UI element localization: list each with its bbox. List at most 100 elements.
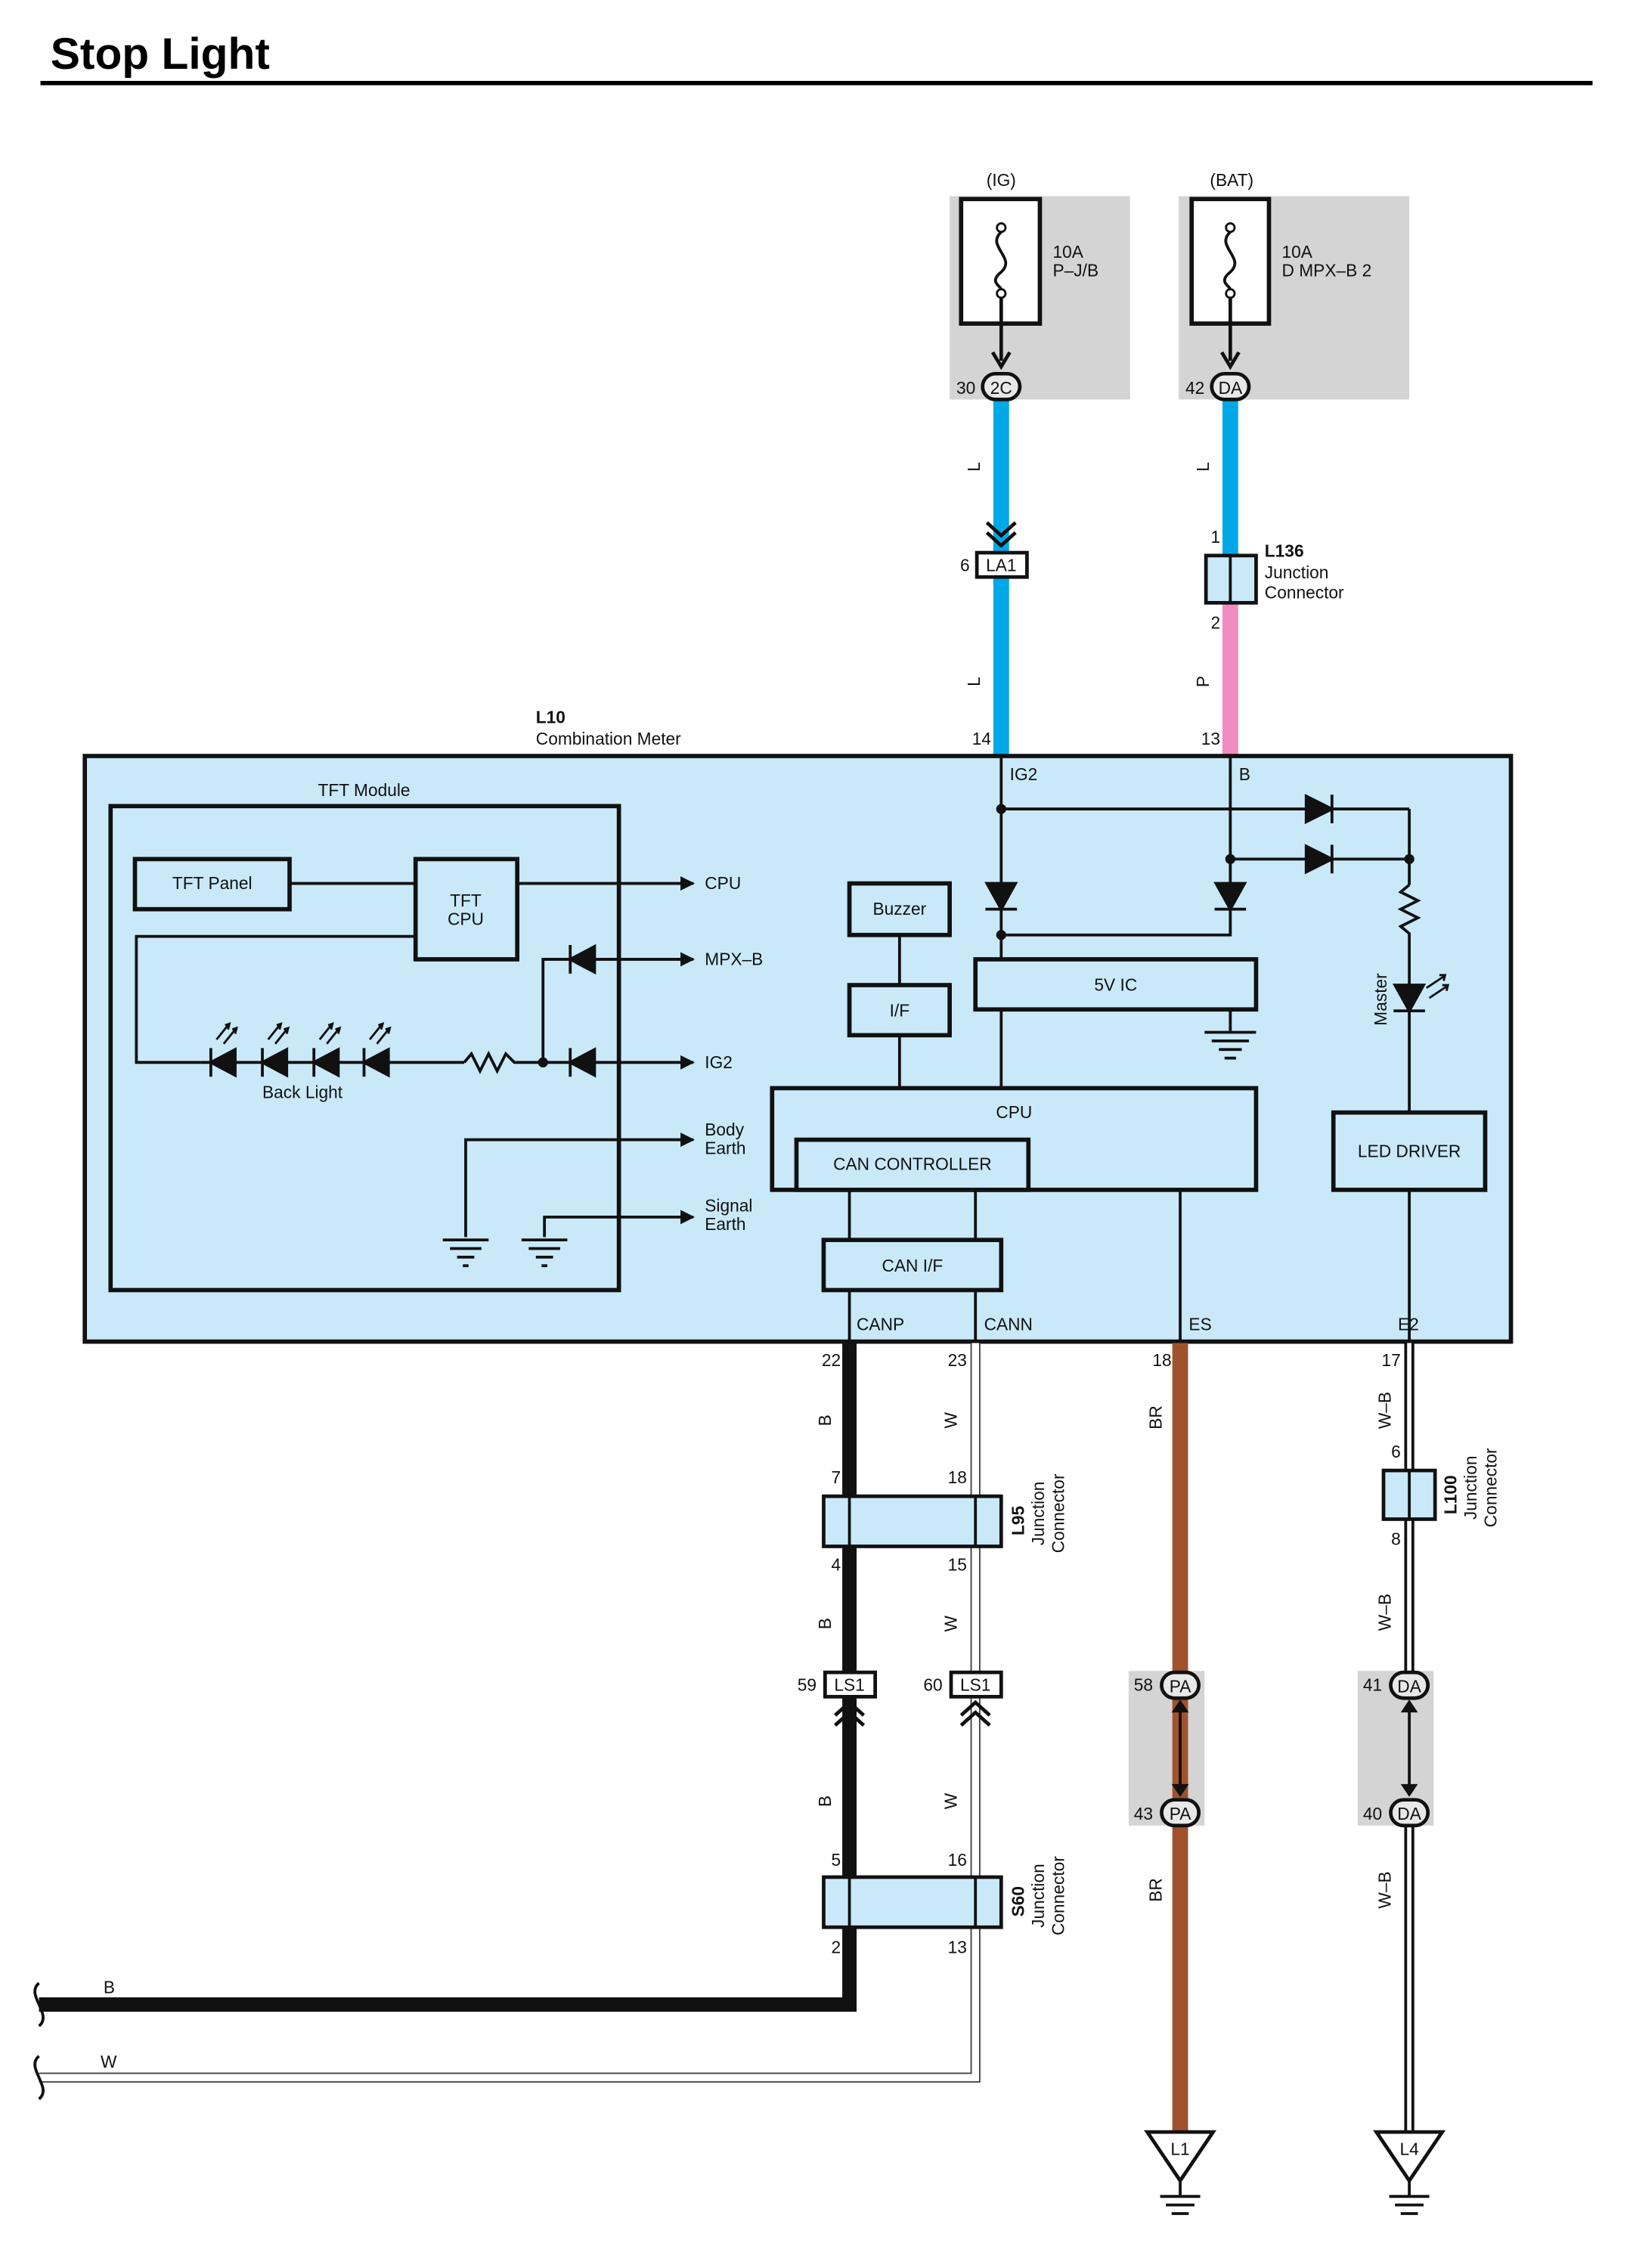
l95-pin-7: 7 bbox=[832, 1467, 841, 1487]
connector-2c: 2C bbox=[981, 371, 1022, 401]
wire-label-wb-2: W–B bbox=[1374, 1594, 1394, 1631]
power-diodes bbox=[984, 793, 1336, 912]
ic5v-box bbox=[973, 957, 1259, 1012]
svg-text:L1: L1 bbox=[1170, 2139, 1189, 2158]
da-pin-40: 40 bbox=[1363, 1804, 1382, 1823]
connector-pa-bottom: PA bbox=[1160, 1798, 1201, 1828]
can-internal-lines bbox=[847, 1189, 1411, 1342]
arrow-body-earth bbox=[464, 1132, 696, 1238]
l95-line2: Connector bbox=[1049, 1473, 1068, 1553]
led-driver-label: LED DRIVER bbox=[1358, 1141, 1461, 1160]
tft-panel-box bbox=[132, 857, 292, 912]
wire-label-b-1: B bbox=[815, 1414, 835, 1426]
page-title: Stop Light bbox=[51, 29, 270, 79]
svg-text:DA: DA bbox=[1219, 378, 1243, 398]
connector-la1: LA1 bbox=[975, 550, 1029, 579]
l10-combination-meter bbox=[82, 754, 1514, 1344]
junction-s60 bbox=[822, 1875, 1003, 1929]
connector-da-top: DA bbox=[1210, 371, 1251, 401]
s60-line1: Junction bbox=[1028, 1864, 1048, 1928]
pin-18: 18 bbox=[1152, 1350, 1171, 1370]
arrow-signal-earth bbox=[543, 1210, 696, 1238]
pa-pin-43: 43 bbox=[1134, 1804, 1153, 1823]
s60-line2: Connector bbox=[1049, 1856, 1068, 1935]
wire-canp-b bbox=[39, 1343, 857, 2012]
l100-pin-6: 6 bbox=[1391, 1442, 1401, 1461]
da-arrow-up-icon bbox=[1400, 1699, 1418, 1713]
master-label: Master bbox=[1371, 973, 1390, 1026]
connector-ls1-w: LS1 bbox=[949, 1670, 1003, 1699]
if-box bbox=[847, 983, 952, 1038]
svg-text:PA: PA bbox=[1170, 1677, 1191, 1696]
wire-label-w-2: W bbox=[941, 1615, 961, 1631]
mpxb-branch bbox=[541, 958, 571, 1063]
bat-fuse-rating: 10A bbox=[1282, 242, 1313, 262]
svg-text:2C: 2C bbox=[990, 378, 1012, 398]
led-light-rays-icon bbox=[215, 1022, 392, 1045]
term-es: ES bbox=[1188, 1314, 1211, 1334]
l100-line2: Connector bbox=[1481, 1448, 1501, 1527]
connector-da-bottom: DA bbox=[1389, 1798, 1430, 1828]
l100-pin-8: 8 bbox=[1391, 1529, 1401, 1549]
out-signal-label-2: Earth bbox=[705, 1214, 745, 1234]
wire-label-br-2: BR bbox=[1145, 1878, 1165, 1902]
l95-id: L95 bbox=[1009, 1506, 1028, 1535]
buzzer-box bbox=[847, 881, 952, 937]
wire-label-l-3: L bbox=[1193, 462, 1213, 472]
l100-line1: Junction bbox=[1461, 1455, 1480, 1520]
svg-text:LS1: LS1 bbox=[834, 1675, 864, 1695]
tft-backlight-loop bbox=[135, 934, 416, 1064]
cpu-label: CPU bbox=[996, 1102, 1032, 1122]
internal-junction-dots bbox=[996, 804, 1415, 940]
s60-pin-2: 2 bbox=[832, 1937, 841, 1957]
tft-diodes bbox=[567, 943, 596, 1078]
signal-earth-ground-icon bbox=[521, 1238, 568, 1268]
da-arrow-down-icon bbox=[1400, 1783, 1418, 1797]
l136-pin-top: 1 bbox=[1210, 527, 1220, 547]
tft-panel-label: TFT Panel bbox=[172, 873, 253, 893]
tft-cpu-label-2: CPU bbox=[448, 909, 484, 928]
ig-fuse bbox=[959, 197, 1043, 370]
wire-label-wb-3: W–B bbox=[1374, 1871, 1394, 1908]
l95-pin-15: 15 bbox=[948, 1555, 967, 1575]
svg-text:LA1: LA1 bbox=[986, 556, 1016, 575]
out-body-label-2: Earth bbox=[705, 1139, 745, 1158]
wire-label-l-1: L bbox=[964, 462, 984, 472]
internal-power-lines bbox=[897, 756, 1411, 1113]
pin-13: 13 bbox=[1201, 729, 1220, 748]
l100-id: L100 bbox=[1441, 1475, 1461, 1514]
wire-break-w-icon bbox=[33, 2055, 45, 2100]
pin-6-la1: 6 bbox=[960, 556, 970, 575]
out-cpu-label: CPU bbox=[705, 873, 741, 893]
ic-ground-icon bbox=[1204, 1030, 1257, 1060]
ground-l1: L1 bbox=[1144, 2130, 1217, 2215]
ig-fuse-name: P–J/B bbox=[1053, 261, 1099, 280]
pin-22: 22 bbox=[822, 1350, 841, 1370]
da-pin-41: 41 bbox=[1363, 1675, 1382, 1695]
connector-da-top-2: DA bbox=[1389, 1670, 1430, 1700]
l136-line1: Junction bbox=[1265, 562, 1329, 582]
wire-label-w-3: W bbox=[941, 1792, 961, 1809]
backlight-resistor bbox=[463, 1050, 544, 1074]
ls1-b-chevron-icon bbox=[834, 1699, 866, 1727]
pa-pin-58: 58 bbox=[1134, 1675, 1153, 1695]
pin-30: 30 bbox=[956, 378, 975, 398]
svg-text:LS1: LS1 bbox=[960, 1675, 990, 1695]
ground-l4: L4 bbox=[1373, 2130, 1446, 2215]
bat-fuse bbox=[1189, 197, 1272, 370]
ig-fuse-rating: 10A bbox=[1053, 242, 1084, 262]
junction-l100 bbox=[1381, 1468, 1437, 1521]
buzzer-label: Buzzer bbox=[872, 899, 926, 919]
can-if-label: CAN I/F bbox=[882, 1256, 944, 1275]
l136-pin-bottom: 2 bbox=[1210, 612, 1220, 632]
pin-17: 17 bbox=[1381, 1350, 1400, 1370]
wire-label-w-bottom: W bbox=[101, 2052, 117, 2071]
l95-pin-18: 18 bbox=[948, 1467, 967, 1487]
bat-source-label: (BAT) bbox=[1210, 170, 1253, 190]
s60-pin-5: 5 bbox=[832, 1850, 841, 1870]
ig-source-label: (IG) bbox=[987, 170, 1016, 190]
pa-arrow-up-icon bbox=[1171, 1699, 1189, 1713]
wire-label-w-1: W bbox=[941, 1412, 961, 1429]
